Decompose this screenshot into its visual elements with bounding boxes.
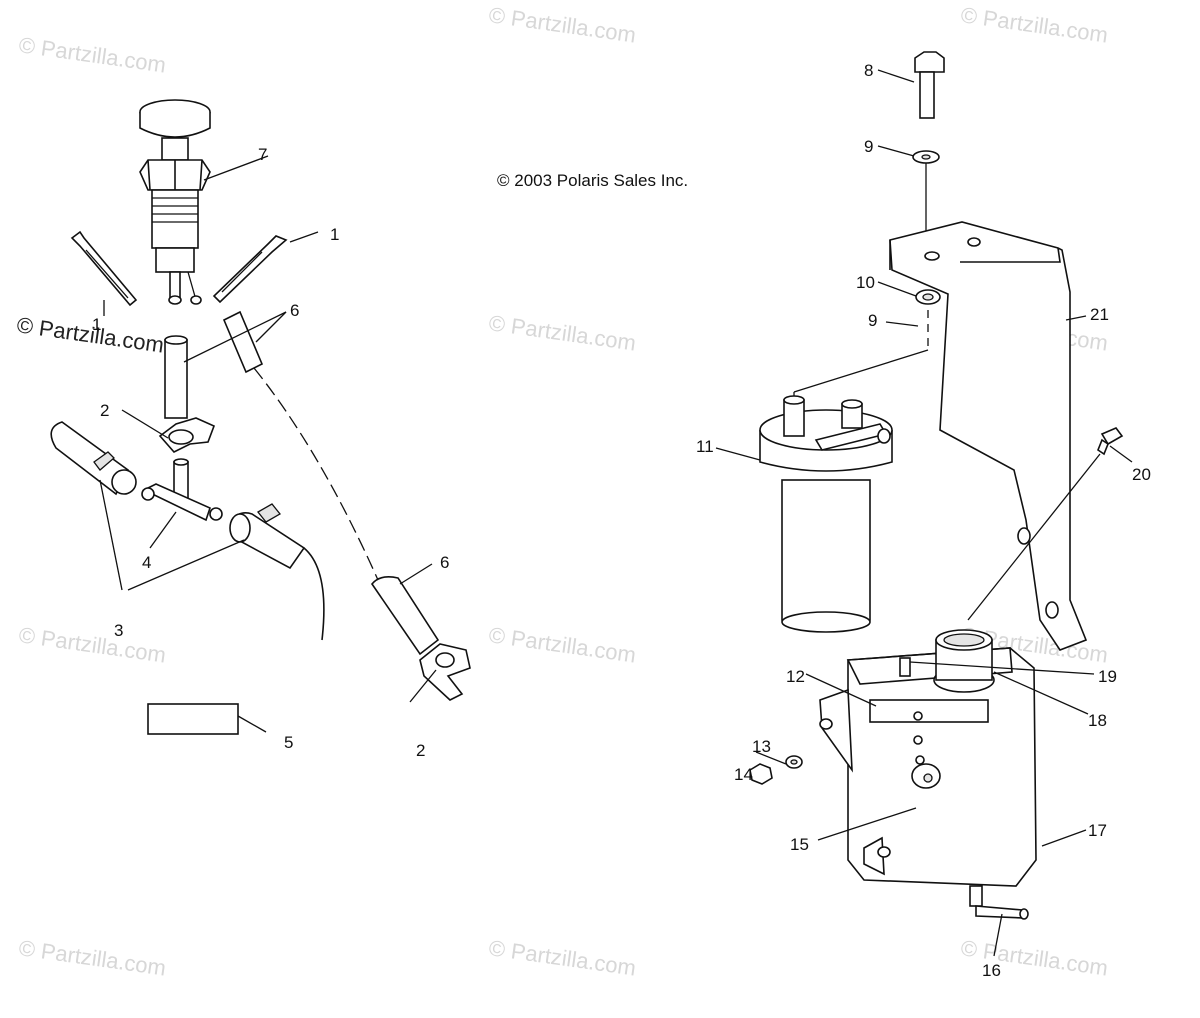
spacer xyxy=(915,289,941,305)
watermark: © Partzilla.com xyxy=(17,32,167,77)
fuel-pump xyxy=(759,395,893,633)
bolt xyxy=(914,51,945,119)
callout-18: 18 xyxy=(1088,711,1107,730)
watermark: © Partzilla.com xyxy=(487,2,637,47)
clamp-lower xyxy=(419,643,471,701)
watermark: © Partzilla.com xyxy=(487,622,637,667)
watermark: © Partzilla.com xyxy=(17,622,167,667)
watermark: © Partzilla.com xyxy=(487,310,637,355)
watermark-dark: © Partzilla.com xyxy=(15,312,165,357)
callout-5: 5 xyxy=(284,733,293,752)
watermark: © Partzilla.com xyxy=(487,935,637,980)
fuel-line-right xyxy=(229,503,325,641)
bolt-small xyxy=(1097,427,1124,456)
callout-8: 8 xyxy=(864,61,873,80)
decal-label xyxy=(147,703,239,735)
tee-fitting xyxy=(141,458,223,522)
callout-16: 16 xyxy=(982,961,1001,980)
primer-knob xyxy=(139,99,211,305)
washer-upper xyxy=(912,150,940,164)
callout-9: 9 xyxy=(868,311,877,330)
nut-14 xyxy=(749,763,773,785)
callout-2: 2 xyxy=(100,401,109,420)
clamp-upper xyxy=(158,417,216,453)
washer-13 xyxy=(785,755,803,769)
copyright-notice: © 2003 Polaris Sales Inc. xyxy=(497,171,688,190)
callout-12: 12 xyxy=(786,667,805,686)
reservoir-tank xyxy=(819,629,1037,887)
drain-fitting xyxy=(969,885,1029,920)
callout-13: 13 xyxy=(752,737,771,756)
callout-15: 15 xyxy=(790,835,809,854)
callout-6: 6 xyxy=(290,301,299,320)
hose-angled-lower xyxy=(371,576,440,656)
callout-6: 6 xyxy=(440,553,449,572)
hose-angled-upper xyxy=(222,310,264,374)
callout-labels: 1 1 2 2 3 4 5 6 6 7 8 9 10 9 11 12 13 14… xyxy=(92,61,1151,980)
mounting-bracket xyxy=(889,221,1088,651)
callout-4: 4 xyxy=(142,553,151,572)
callout-7: 7 xyxy=(258,145,267,164)
callout-1: 1 xyxy=(92,315,101,334)
fuel-line-left xyxy=(50,421,137,496)
callout-3: 3 xyxy=(114,621,123,640)
callout-21: 21 xyxy=(1090,305,1109,324)
callout-17: 17 xyxy=(1088,821,1107,840)
callout-1: 1 xyxy=(330,225,339,244)
callout-9: 9 xyxy=(864,137,873,156)
callout-2: 2 xyxy=(416,741,425,760)
hose-short-vertical xyxy=(164,335,188,419)
dashed-routing-line xyxy=(253,367,379,581)
cable-tie-left xyxy=(70,230,138,307)
callout-11: 11 xyxy=(696,437,714,456)
watermark: © Partzilla.com xyxy=(17,935,167,980)
callout-20: 20 xyxy=(1132,465,1151,484)
callout-10: 10 xyxy=(856,273,875,292)
callout-14: 14 xyxy=(734,765,753,784)
callout-19: 19 xyxy=(1098,667,1117,686)
watermark: © Partzilla.com xyxy=(959,2,1109,47)
callout-leaders xyxy=(99,69,1133,957)
cable-tie-right xyxy=(212,235,288,304)
